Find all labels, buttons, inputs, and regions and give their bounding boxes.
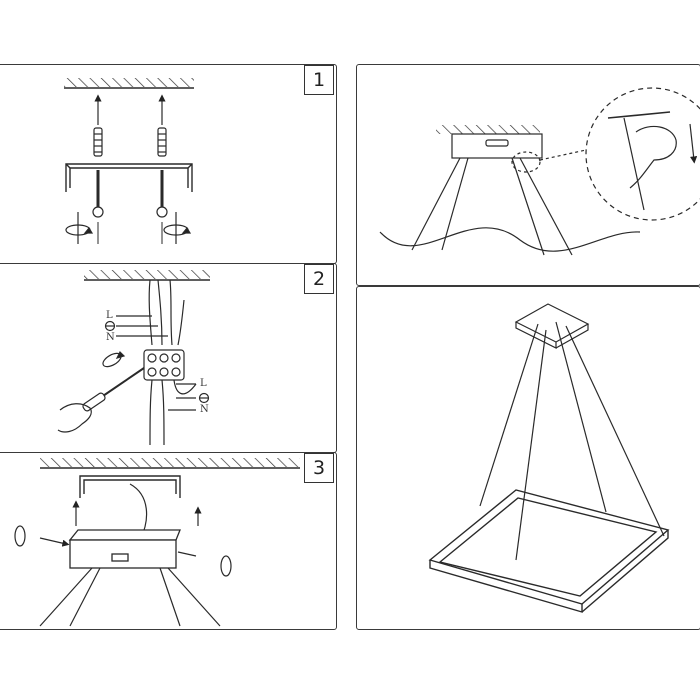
mounting-bracket xyxy=(65,163,193,192)
step-number-badge: 2 xyxy=(304,264,334,294)
hand-icon xyxy=(57,403,92,433)
ceiling-hatch xyxy=(64,78,194,87)
rotate-arrow-icon xyxy=(102,350,126,368)
canopy-vents xyxy=(485,139,509,147)
canopy-plate xyxy=(514,303,590,349)
step-2-drawing xyxy=(57,270,210,446)
screw-anchor-icon xyxy=(157,127,167,157)
screw xyxy=(156,170,168,218)
hand-icon xyxy=(629,125,677,189)
screwdriver-icon xyxy=(82,367,145,412)
ground-symbol-icon xyxy=(104,320,116,332)
assembled-fixture-panel xyxy=(356,286,700,630)
zoom-detail-circle xyxy=(585,87,700,221)
screw xyxy=(92,170,104,218)
square-frame xyxy=(428,489,670,613)
screw-anchor-icon xyxy=(93,127,103,157)
wire-label-neutral: N xyxy=(200,404,209,415)
canopy-box xyxy=(68,529,181,569)
ceiling-hatch xyxy=(436,125,540,134)
ceiling-hatch xyxy=(40,458,300,467)
assembled-fixture-drawing xyxy=(428,303,670,613)
step-number-badge: 1 xyxy=(304,65,334,95)
step-1-drawing xyxy=(64,78,194,244)
rotate-arrow-icon xyxy=(14,525,26,547)
wire-label-neutral: N xyxy=(106,332,115,343)
wire-label-live: L xyxy=(200,378,207,389)
terminal-block xyxy=(143,349,185,381)
rotate-arrow-icon xyxy=(65,212,94,244)
ceiling-hatch xyxy=(84,270,210,279)
cable-adjust-drawing xyxy=(379,87,700,256)
wire-label-live: L xyxy=(106,310,113,321)
rotate-arrow-icon xyxy=(220,555,232,577)
ground-symbol-icon xyxy=(198,392,210,404)
step-number-badge: 3 xyxy=(304,453,334,483)
step-3-drawing xyxy=(14,458,300,627)
rotate-arrow-icon xyxy=(163,212,192,244)
